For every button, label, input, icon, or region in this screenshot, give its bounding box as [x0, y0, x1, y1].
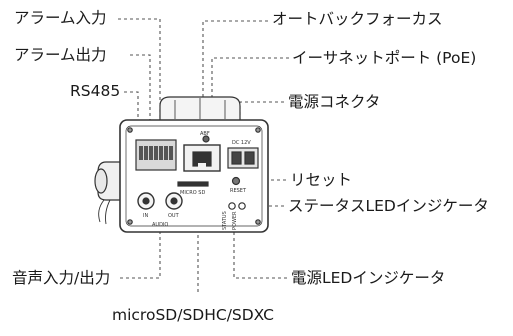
panel-status: STATUS	[222, 211, 228, 230]
screw-icon	[127, 219, 133, 225]
label-autoback-focus: オートバックフォーカス	[272, 10, 443, 28]
label-power-connector: 電源コネクタ	[288, 93, 381, 111]
micro-sd-slot	[177, 181, 209, 187]
abf-button	[202, 135, 210, 143]
panel-power: POWER	[232, 211, 238, 230]
panel-audio-in: IN	[143, 213, 148, 219]
label-alarm-input: アラーム入力	[14, 9, 107, 27]
screw-icon	[255, 219, 261, 225]
panel-text: ABF DC 12V MICRO SD RESET STATUS POWER I…	[143, 131, 251, 230]
panel-dc12v: DC 12V	[232, 140, 251, 146]
status-led	[228, 202, 236, 210]
panel-reset: RESET	[230, 188, 247, 194]
label-rs485: RS485	[70, 82, 121, 100]
label-sd-card: microSD/SDHC/SDXC	[112, 306, 275, 324]
panel-audio: AUDIO	[152, 222, 168, 228]
label-status-led: ステータスLEDインジケータ	[288, 197, 489, 215]
label-audio-io: 音声入力/出力	[12, 269, 111, 287]
power-led	[238, 202, 246, 210]
leader-ethernet	[211, 57, 289, 138]
camera-body	[94, 96, 269, 233]
leader-alarm-out	[130, 54, 151, 128]
label-alarm-output: アラーム出力	[14, 46, 107, 64]
label-reset: リセット	[290, 171, 353, 189]
screw-icon	[255, 127, 261, 133]
leader-alarm-in	[118, 18, 161, 128]
leader-audio-io	[120, 230, 161, 279]
reset-button	[231, 176, 241, 186]
leader-rs485	[124, 91, 139, 128]
panel-audio-out: OUT	[168, 213, 180, 219]
leader-power-led	[233, 232, 287, 279]
label-ethernet-poe: イーサネットポート (PoE)	[292, 49, 477, 67]
screw-icon	[127, 127, 133, 133]
panel-micro-sd: MICRO SD	[180, 190, 205, 196]
panel-abf: ABF	[200, 131, 210, 137]
label-power-led: 電源LEDインジケータ	[291, 269, 446, 287]
